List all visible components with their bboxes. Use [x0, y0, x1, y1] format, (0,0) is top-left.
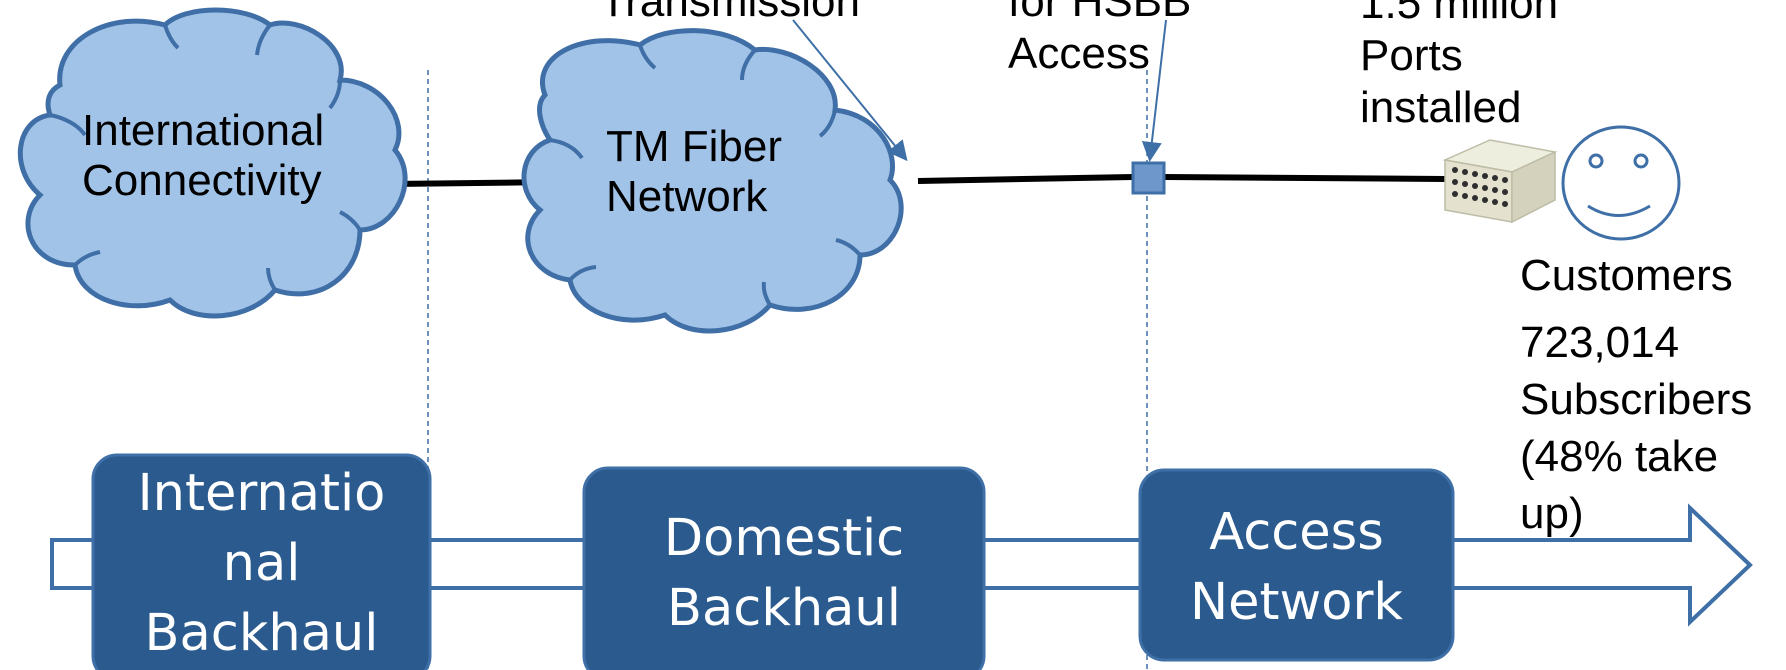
transmission-label: Transmission	[600, 0, 860, 26]
subscribers-label: 723,014 Subscribers (48% take up)	[1520, 318, 1753, 538]
link-node-to-customer	[1163, 174, 1446, 182]
access-node	[1131, 161, 1166, 195]
cloud-international-connectivity	[17, 7, 408, 319]
segment-label-domestic-backhaul: Domestic Backhaul	[663, 509, 905, 638]
international-connectivity-label: International Connectivity	[82, 106, 325, 205]
smiley-face-icon	[1561, 125, 1681, 241]
link-tm-to-node	[917, 174, 1134, 184]
transmission-pointer	[792, 19, 908, 162]
tm-fiber-network-label: TM Fiber Network	[606, 122, 782, 221]
hsbb-pointer	[1141, 19, 1167, 162]
segment-box-international-backhaul	[91, 453, 432, 670]
segment-box-domestic-backhaul	[582, 466, 986, 670]
cloud-tm-fiber-network	[521, 28, 904, 334]
customers-label: Customers	[1520, 251, 1733, 300]
fiber-distribution-box-icon	[1442, 139, 1558, 224]
segment-box-access-network	[1138, 468, 1455, 662]
hsbb-access-label: for HSBB Access	[1008, 0, 1192, 78]
segment-label-international-backhaul: Internatio nal Backhaul	[137, 464, 386, 663]
segment-label-access-network: Access Network	[1190, 503, 1403, 632]
ports-installed-label: 1.5 million Ports installed	[1360, 0, 1559, 132]
